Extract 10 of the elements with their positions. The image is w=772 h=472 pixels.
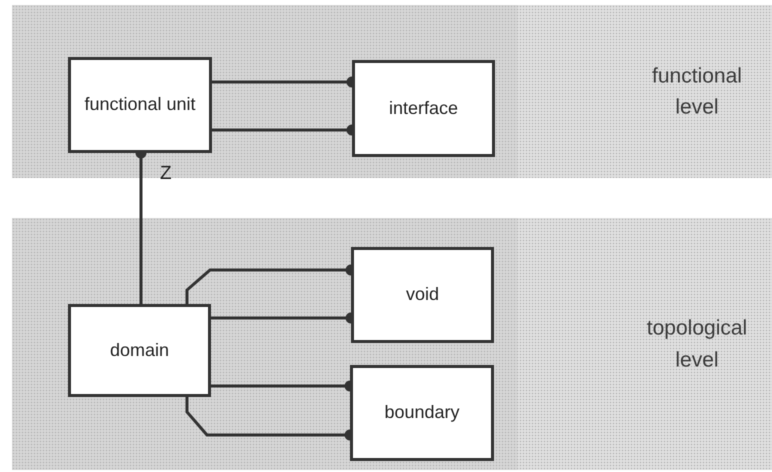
level-band <box>12 218 772 470</box>
level-label: topological level <box>646 316 748 373</box>
level-label: functional level <box>651 63 743 120</box>
level-band <box>12 5 772 178</box>
entity-box: interface <box>352 60 495 157</box>
entity-box: functional unit <box>68 57 212 153</box>
entity-box: domain <box>68 304 211 397</box>
entity-box: void <box>351 247 494 343</box>
entity-box: boundary <box>350 365 494 461</box>
edge-label: Z <box>160 163 172 185</box>
